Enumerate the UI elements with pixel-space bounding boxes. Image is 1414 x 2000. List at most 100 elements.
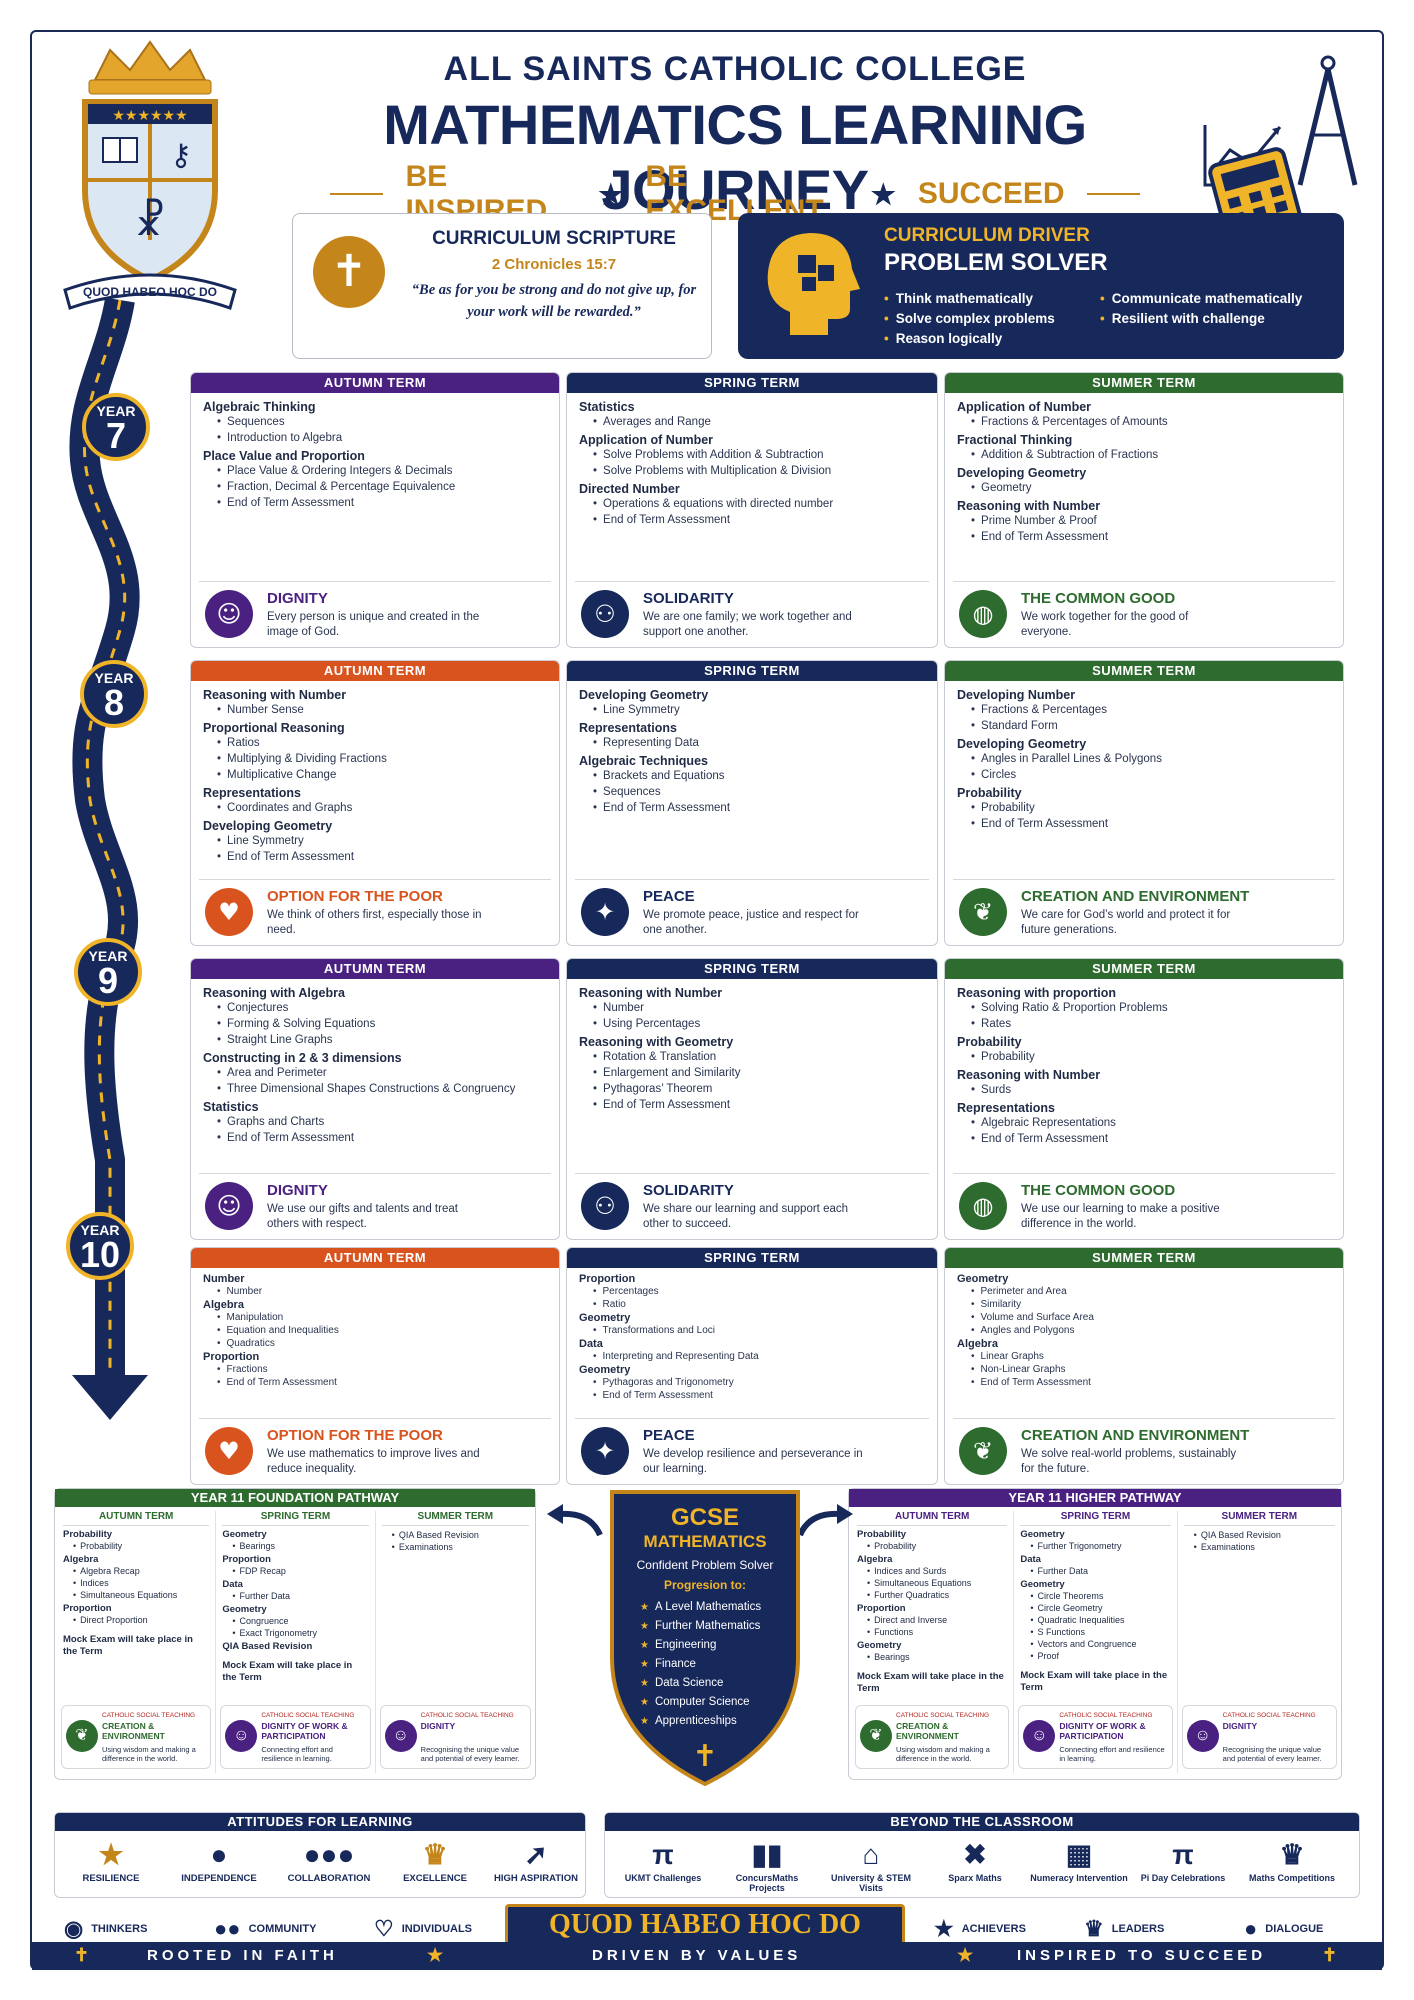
y11-topic-item: Simultaneous Equations (857, 1577, 1007, 1589)
topic-item: Using Percentages (579, 1016, 925, 1032)
cst-description: Connecting effort and resilience in lear… (1059, 1745, 1165, 1763)
y11-topic-heading: Probability (63, 1529, 113, 1540)
heart-icon: ♡ (374, 1916, 394, 1941)
y11-term-header: SPRING TERM (222, 1511, 369, 1526)
topic-heading: Reasoning with Geometry (579, 1035, 734, 1049)
topic-item: End of Term Assessment (203, 1376, 547, 1389)
person-icon: ● (210, 1839, 228, 1870)
university-icon: ⌂ (862, 1839, 880, 1870)
topic-item: Line Symmetry (203, 833, 547, 849)
dove-icon: ✦ (581, 1427, 629, 1475)
cst-description: Using wisdom and making a difference in … (102, 1745, 196, 1763)
attitude-collaboration: ●●●COLLABORATION (277, 1837, 381, 1884)
y11-topic-heading: Data (1020, 1554, 1041, 1565)
topic-heading: Algebraic Thinking (203, 400, 316, 414)
y11-topic-item: Direct and Inverse (857, 1614, 1007, 1626)
topic-heading: Geometry (579, 1312, 631, 1324)
page-title: MATHEMATICS LEARNING JOURNEY (383, 93, 1087, 221)
gcse-tagline: Confident Problem Solver (636, 1558, 774, 1572)
topic-item: Rotation & Translation (579, 1049, 925, 1065)
y11-topic-item: Indices and Surds (857, 1565, 1007, 1577)
y11-topic-heading: Geometry (857, 1640, 902, 1651)
y11-topic-item: Probability (63, 1540, 209, 1552)
person-icon: ☺ (1023, 1720, 1056, 1752)
topic-heading: Representations (203, 786, 301, 800)
value-title: SOLIDARITY (643, 1182, 734, 1199)
value-description: We promote peace, justice and respect fo… (643, 909, 859, 936)
topic-heading: Reasoning with Number (957, 1068, 1101, 1082)
topic-item: Similarity (957, 1298, 1331, 1311)
topic-heading: Proportion (579, 1273, 636, 1285)
topic-heading: Fractional Thinking (957, 433, 1073, 447)
y11-topic-item: Bearings (857, 1651, 1007, 1663)
cst-label: CATHOLIC SOCIAL TEACHING (1059, 1712, 1153, 1719)
curriculum-driver: CURRICULUM DRIVER PROBLEM SOLVER Think m… (738, 213, 1344, 359)
y11-term-column: AUTUMN TERMProbabilityProbabilityAlgebra… (851, 1511, 1015, 1773)
y11-topic-item: Further Data (222, 1590, 368, 1602)
term-header: SUMMER TERM (945, 959, 1343, 979)
value-description: We work together for the good of everyon… (1021, 611, 1189, 638)
topic-heading: Developing Geometry (957, 737, 1087, 751)
topic-heading: Representations (579, 721, 677, 735)
topic-item: Perimeter and Area (957, 1285, 1331, 1298)
y11-topic-heading: Geometry (1020, 1579, 1065, 1590)
cst-name: CREATION & ENVIRONMENT (896, 1721, 959, 1741)
topic-heading: Probability (957, 1035, 1022, 1049)
term-header: AUTUMN TERM (191, 1248, 559, 1268)
value-title: CREATION AND ENVIRONMENT (1021, 1427, 1250, 1444)
value-title: OPTION FOR THE POOR (267, 1427, 443, 1444)
strip-individuals: ♡INDIVIDUALS (374, 1916, 473, 1941)
y11-topic-item: Further Data (1020, 1565, 1170, 1577)
value-title: CREATION AND ENVIRONMENT (1021, 888, 1250, 905)
gcse-title: GCSE (670, 1504, 739, 1531)
term-header: AUTUMN TERM (191, 959, 559, 979)
footer-inspired: INSPIRED TO SUCCEED (1017, 1947, 1267, 1964)
school-name: ALL SAINTS CATHOLIC COLLEGE (443, 50, 1027, 88)
arrow-right-icon (797, 1504, 853, 1537)
value-description: We care for God’s world and protect it f… (1021, 909, 1231, 936)
topic-item: Straight Line Graphs (203, 1032, 547, 1048)
heart-hands-icon: ♥ (205, 888, 253, 936)
cross-icon: ✝ (74, 1945, 90, 1965)
y11-term-header: SUMMER TERM (1183, 1511, 1335, 1526)
term-header: AUTUMN TERM (191, 661, 559, 681)
attitude-excellence: ♛EXCELLENCE (387, 1837, 483, 1884)
y11-topic-heading: Probability (857, 1529, 907, 1540)
cst-label: CATHOLIC SOCIAL TEACHING (261, 1712, 355, 1719)
cross-icon: ✝ (313, 236, 385, 308)
topic-heading: Directed Number (579, 482, 680, 496)
topic-item: Fraction, Decimal & Percentage Equivalen… (203, 479, 547, 495)
tools-icon: ✖ (963, 1839, 987, 1870)
year10-autumn-term: AUTUMN TERMNumberNumberAlgebraManipulati… (190, 1247, 560, 1485)
y11-term-column: SPRING TERMGeometryFurther TrigonometryD… (1014, 1511, 1178, 1773)
y11-topic-item: Indices (63, 1577, 209, 1589)
topic-item: Introduction to Algebra (203, 430, 547, 446)
topic-heading: Reasoning with Number (579, 986, 723, 1000)
attitude-independence: ●INDEPENDENCE (167, 1837, 271, 1884)
topic-item: Solve Problems with Multiplication & Div… (579, 463, 925, 479)
topic-heading: Developing Geometry (957, 466, 1087, 480)
svg-text:★★★★★★: ★★★★★★ (112, 108, 187, 124)
topic-item: Three Dimensional Shapes Constructions &… (203, 1081, 547, 1097)
y11-topic-item: Probability (857, 1540, 1007, 1552)
topic-item: Fractions & Percentages (957, 702, 1331, 718)
person-icon: ☺ (205, 590, 253, 638)
y11-topic-item: Further Trigonometry (1020, 1540, 1170, 1552)
y11-topic-item: Quadratic Inequalities (1020, 1614, 1170, 1626)
term-header: SPRING TERM (567, 1248, 937, 1268)
y11-topic-item: Direct Proportion (63, 1614, 209, 1626)
topic-item: Interpreting and Representing Data (579, 1350, 925, 1363)
y11-topic-item: Algebra Recap (63, 1565, 209, 1577)
topic-item: Ratios (203, 735, 547, 751)
mock-exam-note: Mock Exam will take place in the Term (63, 1634, 193, 1657)
year7-spring-term: SPRING TERMStatisticsAverages and RangeA… (566, 372, 938, 648)
